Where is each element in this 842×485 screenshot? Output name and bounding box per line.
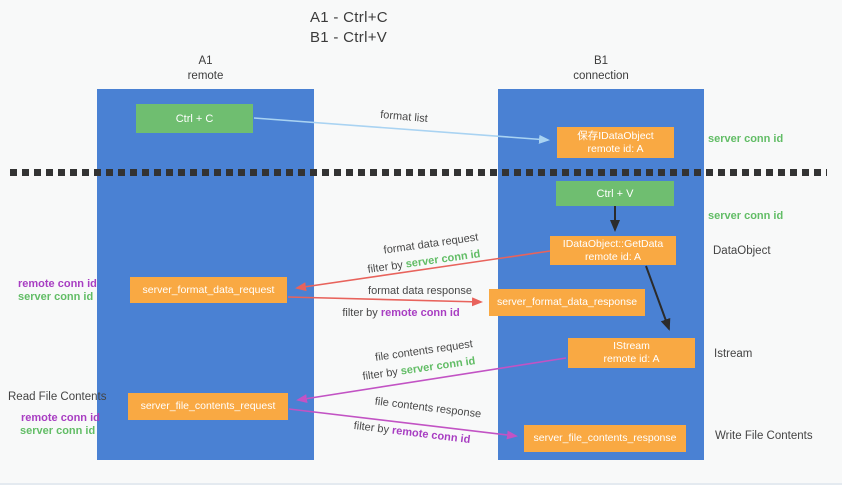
node-ctrl-v-label: Ctrl + V: [596, 187, 634, 200]
lane-a-header: A1 remote: [97, 54, 314, 84]
label-server-conn-id-right-2: server conn id: [708, 210, 784, 222]
lane-a-name: A1: [198, 55, 213, 67]
lane-a-subtitle: remote: [187, 70, 224, 82]
node-istream-line2: remote id: A: [603, 353, 660, 365]
label-server-conn-id-left-2: server conn id: [20, 425, 96, 437]
dotted-divider: [10, 169, 827, 176]
arrow-format-data-response: [287, 296, 483, 307]
lane-b-name: B1: [593, 55, 609, 67]
filter-prefix: filter by: [342, 307, 381, 319]
node-getdata-line2: remote id: A: [584, 250, 642, 263]
node-save-line1: 保存IDataObject: [577, 129, 654, 142]
node-save-line2: remote id: A: [587, 142, 644, 155]
filter-prefix: filter by: [366, 258, 407, 276]
node-server-file-contents-response: server_file_contents_response: [524, 425, 686, 452]
title-line-2: B1 - Ctrl+V: [310, 29, 388, 46]
label-server-conn-id-right-1: server conn id: [708, 133, 784, 145]
filter-keyword-remote-conn-id: remote conn id: [391, 424, 471, 447]
label-filter-by-remote-conn-id-2: filter by remote conn id: [353, 420, 471, 446]
node-file-request-label: server_file_contents_request: [140, 400, 276, 412]
node-getdata-line1: IDataObject::GetData: [562, 237, 664, 250]
node-server-format-data-request: server_format_data_request: [130, 277, 287, 303]
label-file-contents-response: file contents response: [374, 395, 482, 421]
filter-keyword-remote-conn-id: remote conn id: [380, 307, 460, 319]
node-save-idataobject: 保存IDataObject remote id: A: [557, 127, 674, 158]
label-filter-by-remote-conn-id-1: filter by remote conn id: [342, 307, 459, 319]
node-format-response-label: server_format_data_response: [496, 296, 638, 308]
label-dataobject: DataObject: [713, 245, 771, 257]
node-ctrl-c-label: Ctrl + C: [175, 112, 214, 125]
bottom-edge-line: [0, 483, 842, 485]
label-istream: Istream: [714, 348, 753, 360]
page-title: A1 - Ctrl+C B1 - Ctrl+V: [310, 8, 388, 48]
label-write-file-contents: Write File Contents: [715, 430, 813, 442]
node-ctrl-v: Ctrl + V: [556, 181, 674, 206]
node-server-file-contents-request: server_file_contents_request: [128, 393, 288, 420]
label-format-data-response: format data response: [368, 285, 472, 297]
lane-b-header: B1 connection: [498, 54, 704, 84]
lane-b-subtitle: connection: [573, 70, 629, 82]
label-server-conn-id-left-1: server conn id: [18, 291, 94, 303]
node-file-response-label: server_file_contents_response: [533, 432, 677, 444]
label-remote-conn-id-left-1: remote conn id: [18, 278, 97, 290]
node-istream: IStream remote id: A: [568, 338, 695, 368]
label-remote-conn-id-left-2: remote conn id: [21, 412, 100, 424]
filter-prefix: filter by: [361, 365, 402, 383]
node-idataobject-getdata: IDataObject::GetData remote id: A: [550, 236, 676, 265]
node-ctrl-c: Ctrl + C: [136, 104, 253, 133]
node-istream-line1: IStream: [613, 340, 650, 352]
filter-prefix: filter by: [353, 419, 393, 437]
node-format-request-label: server_format_data_request: [142, 283, 275, 296]
label-read-file-contents: Read File Contents: [8, 391, 107, 403]
label-format-list: format list: [379, 108, 429, 126]
title-line-1: A1 - Ctrl+C: [310, 9, 388, 26]
node-server-format-data-response: server_format_data_response: [489, 289, 645, 316]
